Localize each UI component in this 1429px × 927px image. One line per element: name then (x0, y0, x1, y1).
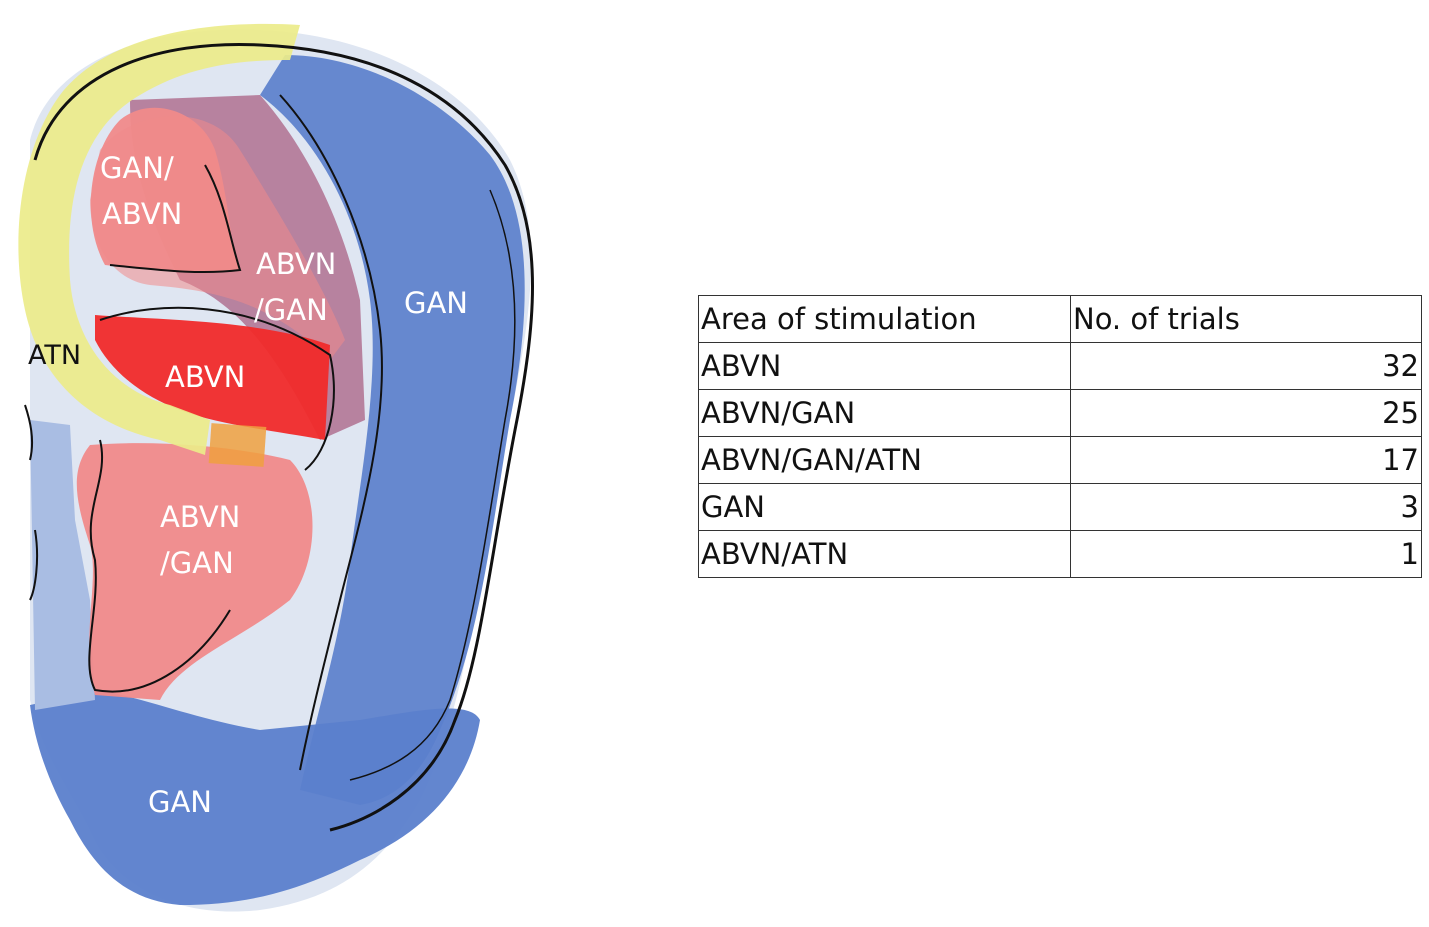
header-area: Area of stimulation (698, 295, 1071, 343)
cell-area: GAN (698, 483, 1071, 531)
abvn-gan-mid-region (90, 116, 345, 360)
label-gan-lobe: GAN (148, 785, 212, 819)
table-row: GAN 3 (698, 483, 1422, 531)
header-trials: No. of trials (1070, 295, 1422, 343)
cell-area: ABVN (698, 342, 1071, 390)
tragus-outline (24, 404, 39, 601)
label-abvn-center: ABVN (165, 360, 245, 394)
ear-outline (33, 42, 534, 832)
antihelix-outline (279, 94, 383, 771)
ear-innervation-diagram: GAN/ ABVN ABVN /GAN GAN ATN ABVN ABVN /G… (18, 23, 534, 912)
abvn-gan-lower-region (76, 443, 313, 700)
cell-trials: 32 (1070, 342, 1422, 390)
cell-area: ABVN/GAN/ATN (698, 436, 1071, 484)
table-row: ABVN/GAN/ATN 17 (698, 436, 1422, 484)
stimulation-marker (208, 423, 267, 467)
cell-trials: 3 (1070, 483, 1422, 531)
trials-table: Area of stimulation No. of trials ABVN 3… (698, 295, 1422, 578)
cell-trials: 17 (1070, 436, 1422, 484)
abvn-core-region (95, 315, 330, 440)
cymba-outline (109, 164, 242, 274)
atn-region (18, 23, 300, 455)
gan-helix-region (260, 55, 525, 805)
table-header-row: Area of stimulation No. of trials (698, 295, 1422, 343)
label-atn: ATN (28, 340, 81, 371)
table-row: ABVN 32 (698, 342, 1422, 390)
label-abvn-gan-lower-1: ABVN (160, 500, 240, 534)
label-gan-helix: GAN (404, 286, 468, 320)
cell-area: ABVN/ATN (698, 530, 1071, 578)
cell-trials: 1 (1070, 530, 1422, 578)
label-abvn-gan-lower-2: /GAN (160, 546, 234, 580)
gan-lobe-region (30, 690, 480, 905)
table-row: ABVN/ATN 1 (698, 530, 1422, 578)
label-abvn-gan-upper-2: /GAN (254, 293, 328, 327)
table-row: ABVN/GAN 25 (698, 389, 1422, 437)
label-abvn-gan-upper-1: ABVN (256, 247, 336, 281)
concha-outline (88, 439, 231, 693)
crus-outline (99, 306, 335, 471)
label-gan-abvn-upper-2: ABVN (102, 197, 182, 231)
helix-inner-outline (349, 189, 516, 781)
cell-area: ABVN/GAN (698, 389, 1071, 437)
gan-tragus-region (30, 420, 95, 710)
cell-trials: 25 (1070, 389, 1422, 437)
label-gan-abvn-upper-1: GAN/ (100, 151, 174, 185)
